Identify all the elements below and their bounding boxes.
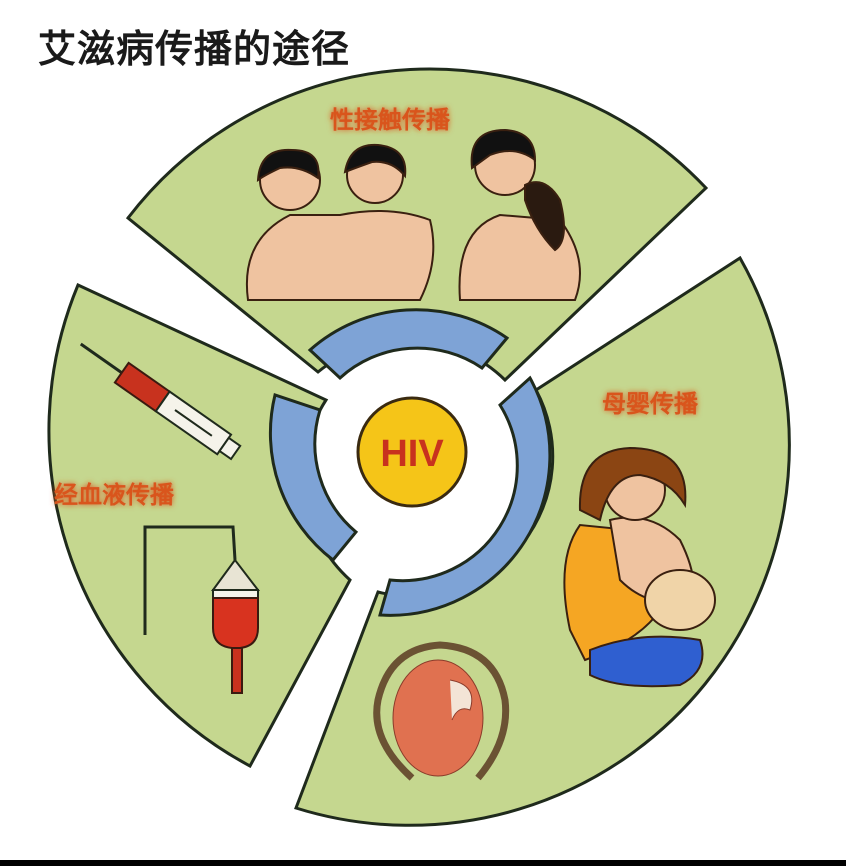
hiv-center: HIV	[356, 396, 468, 508]
couple-illustration	[458, 128, 581, 301]
hiv-label: HIV	[380, 433, 444, 475]
blue-ring	[268, 308, 552, 617]
page-title: 艾滋病传播的途径	[38, 26, 351, 71]
mother-breastfeeding-illustration	[563, 446, 716, 688]
syringe-icon	[79, 342, 242, 461]
sector-label-mother-infant: 母婴传播	[602, 390, 699, 418]
fetus-illustration	[373, 641, 510, 781]
blood-bag-icon	[143, 525, 261, 694]
sector-label-sexual: 性接触传播	[330, 106, 451, 134]
sector-label-blood: 经血液传播	[54, 481, 175, 509]
bottom-border	[0, 860, 846, 866]
two-men-illustration	[246, 143, 435, 301]
